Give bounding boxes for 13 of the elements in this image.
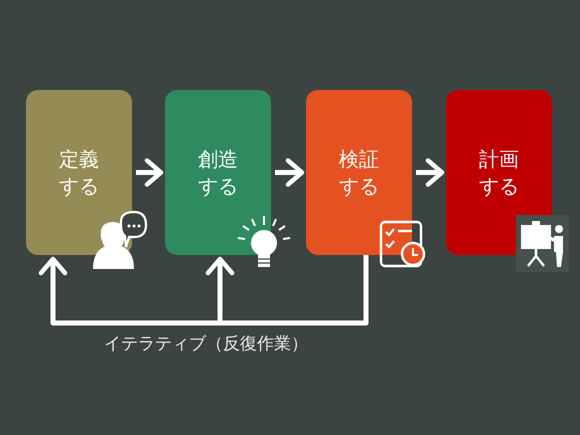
- process-box: [26, 90, 132, 255]
- step-label: 創造する: [197, 146, 239, 200]
- arrow: [206, 255, 368, 326]
- step-label: 検証する: [338, 146, 380, 200]
- caption-text: イテラティブ（反復作業）: [104, 333, 308, 355]
- arrow: [416, 158, 444, 187]
- arrow: [275, 158, 304, 187]
- process-box: [165, 90, 271, 255]
- process-box: [446, 90, 552, 255]
- step-label: 定義する: [58, 146, 100, 200]
- process-box: [306, 90, 412, 255]
- arrow: [136, 158, 164, 187]
- step-label: 計画する: [478, 146, 520, 200]
